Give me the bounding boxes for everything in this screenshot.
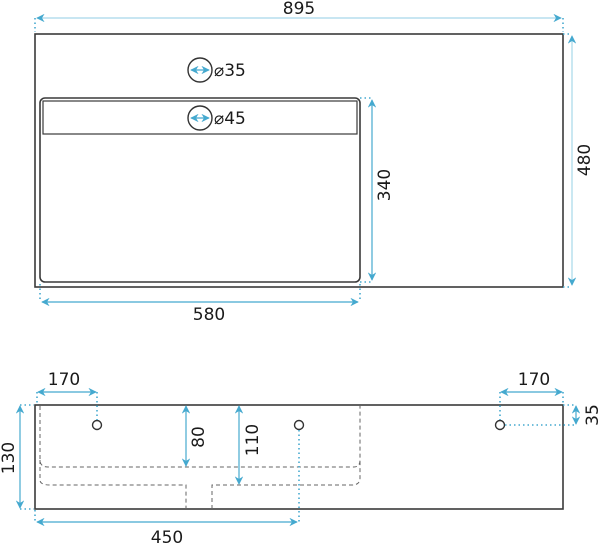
dimension-right-tap: 170 bbox=[499, 370, 564, 420]
countertop-outline bbox=[34, 33, 564, 288]
inner-depth-label: 80 bbox=[189, 426, 209, 448]
total-height-label: 130 bbox=[0, 442, 19, 474]
drain-offset-label: 450 bbox=[151, 528, 183, 545]
tap-hole: ⌀35 bbox=[187, 57, 246, 83]
front-view: 170 170 35 130 80 bbox=[0, 370, 601, 545]
right-tap-label: 170 bbox=[518, 370, 550, 390]
overflow-strip bbox=[42, 100, 358, 135]
tap-from-top-label: 35 bbox=[583, 404, 601, 426]
basin-outer-hidden-right bbox=[211, 460, 361, 509]
top-view: ⌀35 ⌀45 895 480 340 bbox=[34, 0, 595, 325]
basin-outline bbox=[39, 97, 361, 283]
basin-depth-label: 340 bbox=[375, 169, 395, 201]
dimension-left-tap: 170 bbox=[36, 370, 98, 420]
drain-position-marker bbox=[293, 419, 305, 431]
dimension-tap-from-top: 35 bbox=[505, 404, 601, 426]
tap-hole-right bbox=[494, 419, 506, 431]
basin-width-label: 580 bbox=[193, 305, 225, 325]
dimension-drain-offset: 450 bbox=[34, 430, 300, 545]
tap-hole-label: ⌀35 bbox=[214, 61, 246, 81]
overflow-hole-label: ⌀45 bbox=[214, 109, 246, 129]
dimension-basin-width: 580 bbox=[39, 284, 361, 325]
dimension-basin-depth: 340 bbox=[360, 97, 395, 283]
dimension-overall-depth: 480 bbox=[563, 33, 595, 288]
dimension-basin-outer-depth: 110 bbox=[234, 405, 263, 485]
dimension-basin-inner-depth: 80 bbox=[181, 405, 209, 467]
dimension-overall-width: 895 bbox=[34, 0, 564, 32]
tap-hole-left bbox=[91, 419, 103, 431]
outer-depth-label: 110 bbox=[243, 424, 263, 456]
left-tap-label: 170 bbox=[48, 370, 80, 390]
dimension-total-height: 130 bbox=[0, 404, 34, 510]
width-label: 895 bbox=[283, 0, 315, 19]
depth-label: 480 bbox=[575, 144, 595, 176]
front-outline bbox=[34, 404, 564, 510]
overflow-hole: ⌀45 bbox=[187, 105, 246, 131]
